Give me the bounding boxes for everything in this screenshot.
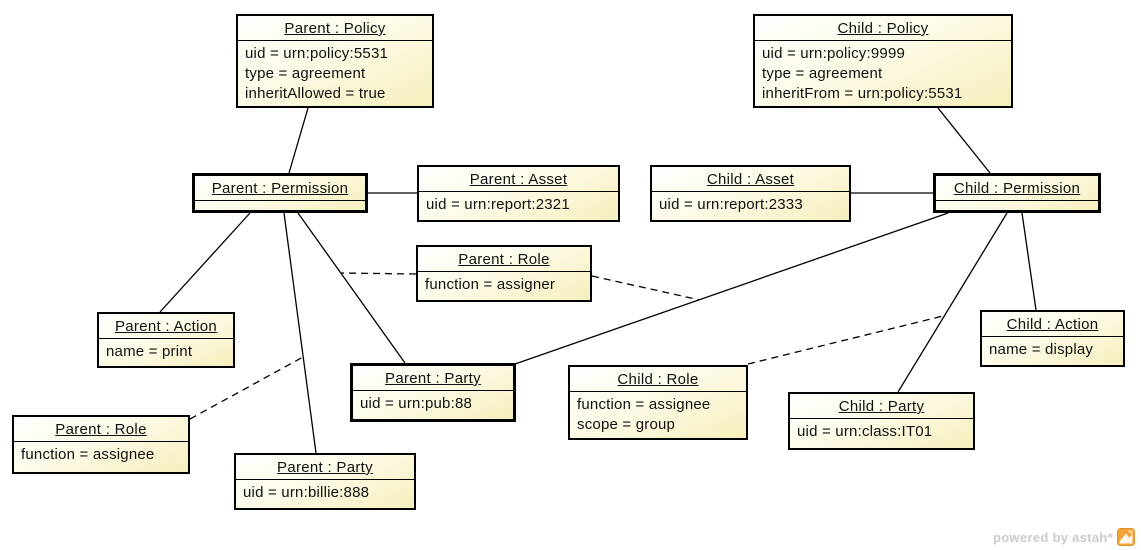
attribute-line: uid = urn:report:2321 [426,196,570,213]
object-child-asset[interactable]: Child : Asset uid = urn:report:2333 [650,165,851,222]
object-child-party[interactable]: Child : Party uid = urn:class:IT01 [788,392,975,450]
attribute-line: inheritFrom = urn:policy:5531 [762,85,963,102]
astah-logo-icon [1117,528,1135,546]
edge-child-permission--child-action[interactable] [1021,212,1037,311]
object-title: Child : Party [790,394,973,419]
object-title: Child : Role [570,367,746,392]
object-title: Child : Policy [755,16,1011,41]
attribute-line: uid = urn:report:2333 [659,196,803,213]
object-parent-role-assigner[interactable]: Parent : Role function = assigner [416,245,592,302]
edge-parent-role-assigner--link-child-permission-parent-party-pub[interactable] [591,275,701,301]
attribute-line: uid = urn:pub:88 [360,395,473,412]
attribute-line: uid = urn:policy:5531 [245,45,389,62]
edge-child-role--link-child-permission-child-party[interactable] [747,315,944,365]
watermark-text: powered by astah* [993,529,1113,545]
object-parent-party-pub[interactable]: Parent : Party uid = urn:pub:88 [350,363,516,422]
object-title: Parent : Policy [238,16,432,41]
attribute-line: scope = group [577,416,676,433]
object-child-action[interactable]: Child : Action name = display [980,310,1125,367]
object-attributes: name = display [982,337,1123,365]
object-title: Parent : Role [14,417,188,442]
object-child-policy[interactable]: Child : Policy uid = urn:policy:9999 typ… [753,14,1013,108]
object-title: Parent : Party [353,366,513,391]
object-attributes: uid = urn:pub:88 [353,391,513,419]
edge-child-permission--child-party[interactable] [897,212,1008,393]
object-title: Parent : Party [236,455,414,480]
object-title: Parent : Permission [195,176,365,201]
edge-parent-role-assigner--link-parent-permission-parent-party-pub[interactable] [340,272,417,275]
attribute-line: name = print [106,343,193,360]
object-title: Parent : Role [418,247,590,272]
attribute-line: uid = urn:billie:888 [243,484,370,501]
object-attributes: function = assignee [14,442,188,472]
object-attributes [195,201,365,210]
edge-parent-permission--parent-party-pub[interactable] [297,212,406,364]
object-attributes: uid = urn:billie:888 [236,480,414,508]
object-title: Parent : Asset [419,167,618,192]
edge-parent-policy--parent-permission[interactable] [288,107,309,174]
object-attributes: uid = urn:report:2321 [419,192,618,220]
object-child-role[interactable]: Child : Role function = assignee scope =… [568,365,748,440]
attribute-line: name = display [989,341,1094,358]
attribute-line: uid = urn:class:IT01 [797,423,933,440]
attribute-line: uid = urn:policy:9999 [762,45,906,62]
object-attributes: function = assigner [418,272,590,300]
object-parent-policy[interactable]: Parent : Policy uid = urn:policy:5531 ty… [236,14,434,108]
object-attributes: uid = urn:report:2333 [652,192,849,220]
object-attributes: uid = urn:policy:9999 type = agreement i… [755,41,1011,106]
object-title: Parent : Action [99,314,233,339]
edge-parent-permission--parent-action[interactable] [159,212,251,313]
edge-parent-permission--parent-party-billie[interactable] [283,212,317,454]
attribute-line: type = agreement [762,65,883,82]
object-attributes: uid = urn:class:IT01 [790,419,973,448]
attribute-line: function = assignee [577,396,711,413]
object-title: Child : Action [982,312,1123,337]
attribute-line: type = agreement [245,65,366,82]
attribute-line: function = assignee [21,446,155,463]
object-parent-permission[interactable]: Parent : Permission [192,173,368,213]
object-attributes: uid = urn:policy:5531 type = agreement i… [238,41,432,106]
object-title: Child : Asset [652,167,849,192]
object-attributes [936,201,1098,210]
object-parent-asset[interactable]: Parent : Asset uid = urn:report:2321 [417,165,620,222]
object-attributes: name = print [99,339,233,366]
watermark: powered by astah* [993,528,1135,546]
object-parent-action[interactable]: Parent : Action name = print [97,312,235,368]
object-parent-party-billie[interactable]: Parent : Party uid = urn:billie:888 [234,453,416,510]
object-title: Child : Permission [936,176,1098,201]
object-parent-role-assignee[interactable]: Parent : Role function = assignee [12,415,190,474]
attribute-line: inheritAllowed = true [245,85,386,102]
edge-parent-role-assignee--link-parent-permission-parent-party-billie[interactable] [189,356,304,420]
object-attributes: function = assignee scope = group [570,392,746,438]
edge-child-policy--child-permission[interactable] [937,107,991,174]
object-child-permission[interactable]: Child : Permission [933,173,1101,213]
edge-child-permission--parent-party-pub[interactable] [514,212,949,365]
attribute-line: function = assigner [425,276,556,293]
